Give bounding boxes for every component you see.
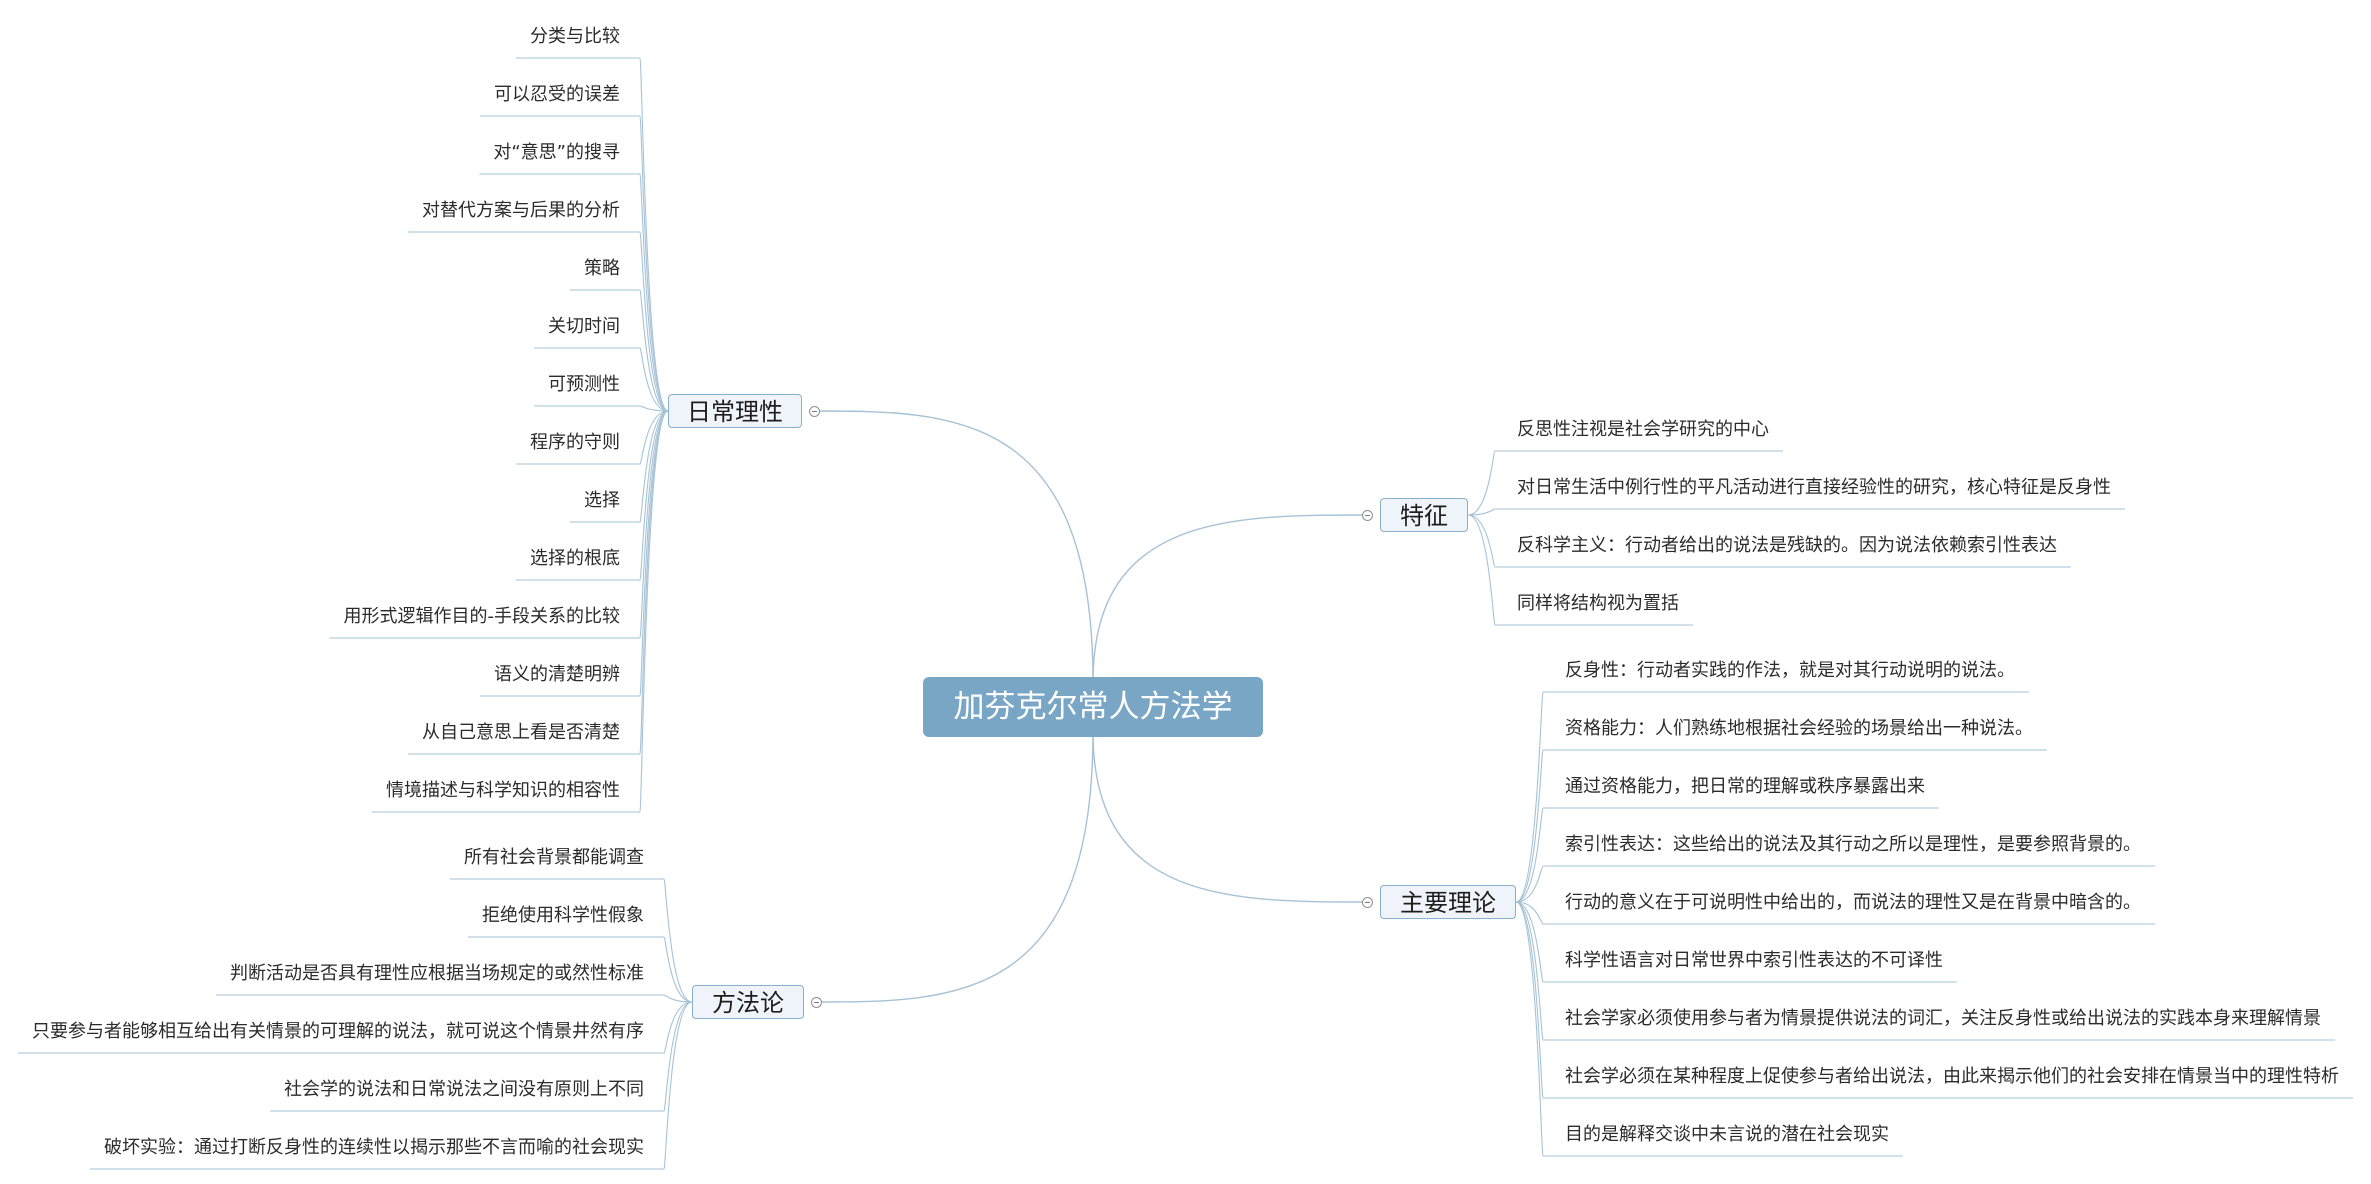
topic-methodology-item[interactable]: 拒绝使用科学性假象: [482, 905, 644, 926]
topic-daily-rationality-item[interactable]: 对替代方案与后果的分析: [422, 200, 620, 221]
topic-daily-rationality-item[interactable]: 选择的根底: [530, 548, 620, 569]
topic-characteristics-item[interactable]: 对日常生活中例行性的平凡活动进行直接经验性的研究，核心特征是反身性: [1517, 477, 2111, 498]
collapse-toggle-icon[interactable]: [811, 997, 822, 1008]
topic-main-theories-item[interactable]: 社会学必须在某种程度上促使参与者给出说法，由此来揭示他们的社会安排在情景当中的理…: [1565, 1066, 2339, 1087]
topic-main-theories-item[interactable]: 社会学家必须使用参与者为情景提供说法的词汇，关注反身性或给出说法的实践本身来理解…: [1565, 1008, 2321, 1029]
topic-daily-rationality-item[interactable]: 关切时间: [548, 316, 620, 337]
branch-methodology[interactable]: 方法论: [692, 985, 804, 1019]
topic-daily-rationality-item[interactable]: 情境描述与科学知识的相容性: [386, 780, 620, 801]
root-topic[interactable]: 加芬克尔常人方法学: [923, 677, 1263, 737]
topic-daily-rationality-item[interactable]: 程序的守则: [530, 432, 620, 453]
collapse-toggle-icon[interactable]: [1362, 897, 1373, 908]
topic-characteristics-item[interactable]: 反科学主义：行动者给出的说法是残缺的。因为说法依赖索引性表达: [1517, 535, 2057, 556]
topic-characteristics-item[interactable]: 同样将结构视为置括: [1517, 593, 1679, 614]
topic-methodology-item[interactable]: 社会学的说法和日常说法之间没有原则上不同: [284, 1079, 644, 1100]
branch-daily-rationality[interactable]: 日常理性: [668, 394, 802, 428]
topic-daily-rationality-item[interactable]: 对“意思”的搜寻: [493, 142, 620, 163]
branch-main-theories[interactable]: 主要理论: [1380, 885, 1516, 919]
topic-daily-rationality-item[interactable]: 可预测性: [548, 374, 620, 395]
topic-methodology-item[interactable]: 判断活动是否具有理性应根据当场规定的或然性标准: [230, 963, 644, 984]
topic-methodology-item[interactable]: 破坏实验：通过打断反身性的连续性以揭示那些不言而喻的社会现实: [104, 1137, 644, 1158]
collapse-toggle-icon[interactable]: [1362, 510, 1373, 521]
topic-main-theories-item[interactable]: 目的是解释交谈中未言说的潜在社会现实: [1565, 1124, 1889, 1145]
topic-main-theories-item[interactable]: 反身性：行动者实践的作法，就是对其行动说明的说法。: [1565, 660, 2015, 681]
topic-main-theories-item[interactable]: 行动的意义在于可说明性中给出的，而说法的理性又是在背景中暗含的。: [1565, 892, 2141, 913]
topic-daily-rationality-item[interactable]: 从自己意思上看是否清楚: [422, 722, 620, 743]
topic-daily-rationality-item[interactable]: 可以忍受的误差: [494, 84, 620, 105]
collapse-toggle-icon[interactable]: [809, 406, 820, 417]
topic-methodology-item[interactable]: 所有社会背景都能调查: [464, 847, 644, 868]
topic-daily-rationality-item[interactable]: 用形式逻辑作目的-手段关系的比较: [343, 606, 621, 627]
topic-methodology-item[interactable]: 只要参与者能够相互给出有关情景的可理解的说法，就可说这个情景井然有序: [32, 1021, 644, 1042]
topic-daily-rationality-item[interactable]: 语义的清楚明辨: [494, 664, 620, 685]
topic-characteristics-item[interactable]: 反思性注视是社会学研究的中心: [1517, 419, 1769, 440]
topic-main-theories-item[interactable]: 索引性表达：这些给出的说法及其行动之所以是理性，是要参照背景的。: [1565, 834, 2141, 855]
topic-daily-rationality-item[interactable]: 分类与比较: [530, 26, 620, 47]
topic-daily-rationality-item[interactable]: 选择: [584, 490, 620, 511]
topic-main-theories-item[interactable]: 资格能力：人们熟练地根据社会经验的场景给出一种说法。: [1565, 718, 2033, 739]
topic-main-theories-item[interactable]: 科学性语言对日常世界中索引性表达的不可译性: [1565, 950, 1943, 971]
topic-main-theories-item[interactable]: 通过资格能力，把日常的理解或秩序暴露出来: [1565, 776, 1925, 797]
topic-daily-rationality-item[interactable]: 策略: [584, 258, 620, 279]
branch-characteristics[interactable]: 特征: [1380, 498, 1468, 532]
